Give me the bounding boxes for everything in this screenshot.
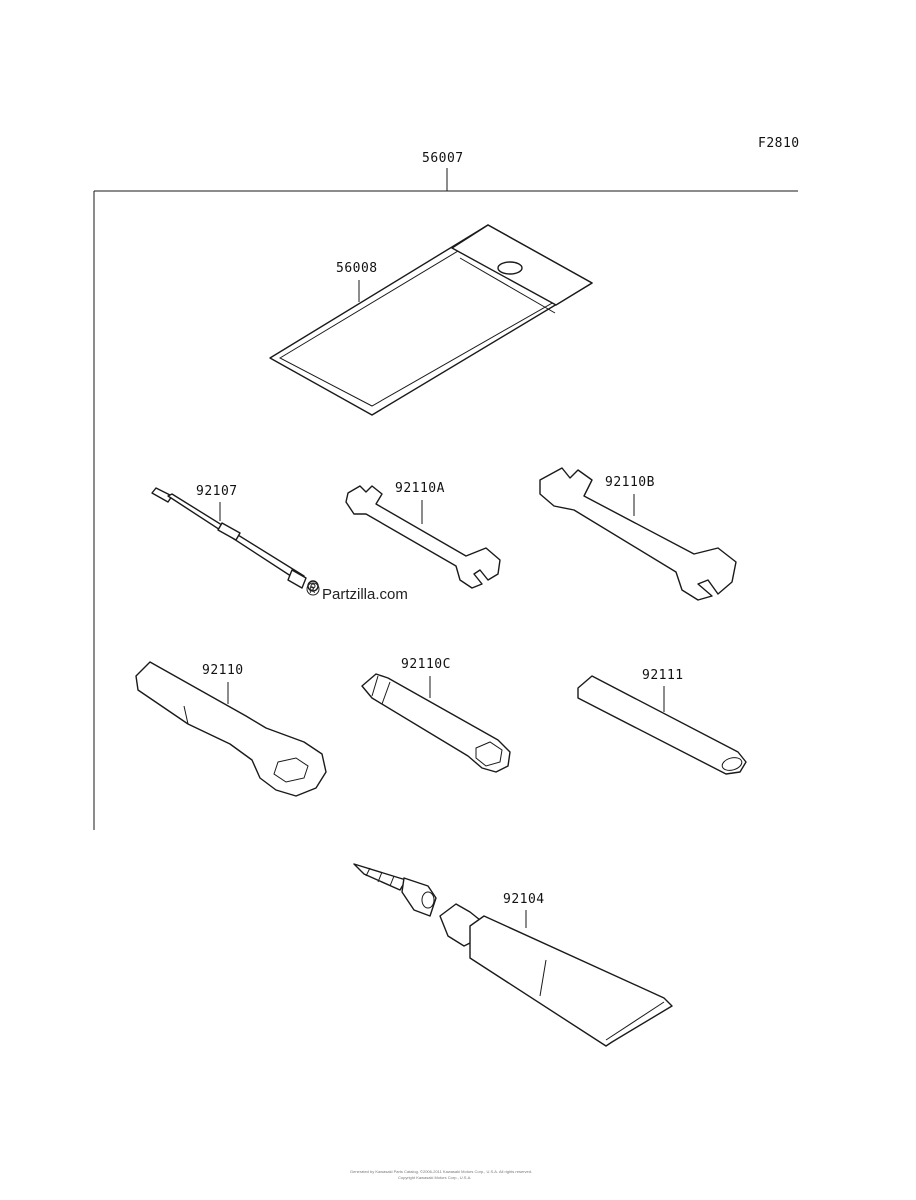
- bag-label: 56008: [336, 261, 378, 276]
- bar-label: 92111: [642, 668, 684, 683]
- screwdriver-label: 92107: [196, 484, 238, 499]
- figure-code: F2810: [758, 136, 800, 151]
- watermark-text: Partzilla.com: [322, 586, 408, 603]
- socket-label: 92110C: [401, 657, 451, 672]
- footer-line-1: Generated by Kawasaki Parts Catalog. ©20…: [350, 1169, 532, 1174]
- wrench-a-part[interactable]: 92110A: [345, 481, 501, 589]
- assembly-label: 56007: [422, 151, 464, 166]
- screwdriver-part[interactable]: 92107: [151, 484, 319, 592]
- box-wrench-label: 92110: [202, 663, 244, 678]
- footer: Generated by Kawasaki Parts Catalog. ©20…: [350, 1169, 532, 1180]
- tool-bag-part[interactable]: 56008: [269, 224, 593, 416]
- bar-part[interactable]: 92111: [577, 668, 747, 775]
- wrench-b-part[interactable]: 92110B: [539, 467, 737, 601]
- watermark: R Partzilla.com: [306, 582, 408, 603]
- footer-line-2: Copyright Kawasaki Motors Corp., U.S.A.: [398, 1175, 471, 1180]
- socket-part[interactable]: 92110C: [361, 657, 511, 773]
- tube-label: 92104: [503, 892, 545, 907]
- tube-part[interactable]: 92104: [353, 863, 673, 1047]
- registered-trademark-icon: R: [309, 586, 315, 596]
- wrench-a-label: 92110A: [395, 481, 445, 496]
- wrench-b-label: 92110B: [605, 475, 655, 490]
- assembly-bracket: 56007: [93, 151, 798, 830]
- box-wrench-part[interactable]: 92110: [135, 661, 327, 797]
